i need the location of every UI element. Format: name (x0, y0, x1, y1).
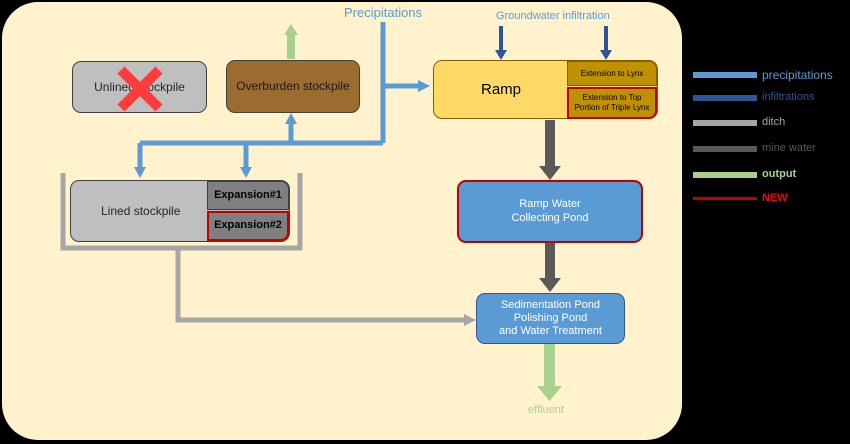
legend-item-mine-water: mine water (690, 142, 848, 156)
extension-lynx-node: Extension to Lynx (567, 61, 657, 86)
ramp-water-pond-label: Ramp Water Collecting Pond (511, 198, 589, 224)
infiltration-flows (499, 26, 608, 50)
expansion2-label: Expansion#2 (214, 219, 282, 232)
legend-item-infiltrations: infiltrations (690, 91, 848, 105)
extension-lynx-label: Extension to Lynx (580, 68, 644, 78)
ramp-label: Ramp (481, 80, 522, 98)
precipitation-flows (137, 22, 418, 167)
ditch-to-treatment (175, 248, 464, 323)
mine-water-flows (539, 120, 561, 292)
legend-item-precipitations: precipitations (690, 68, 848, 82)
overburden-stockpile-label: Overburden stockpile (236, 79, 350, 94)
legend-swatch-infiltrations (693, 95, 757, 101)
legend-label-infiltrations: infiltrations (762, 91, 815, 103)
legend-item-new: NEW (690, 192, 848, 206)
output-arrow-overburden (284, 24, 298, 59)
expansion2-node: Expansion#2 (207, 211, 289, 241)
legend: precipitations infiltrations ditch mine … (690, 64, 848, 214)
expansion1-node: Expansion#1 (207, 181, 289, 210)
legend-swatch-output (693, 172, 757, 178)
ramp-water-pond-node: Ramp Water Collecting Pond (457, 180, 643, 243)
treatment-line1: Sedimentation Pond (500, 298, 601, 311)
overburden-stockpile-node: Overburden stockpile (226, 60, 360, 113)
infiltration-arrowheads (495, 50, 612, 60)
lined-stockpile-label: Lined stockpile (101, 203, 181, 218)
precipitation-arrowheads (134, 80, 430, 178)
extension-triple-lynx-node: Extension to Top Portion of Triple Lynx (567, 87, 657, 119)
treatment-line3: and Water Treatment (499, 325, 602, 338)
legend-label-ditch: ditch (762, 116, 786, 128)
legend-swatch-mine-water (693, 146, 757, 152)
expansion1-label: Expansion#1 (214, 188, 282, 201)
extension-triple-lynx-label: Extension to Top Portion of Triple Lynx (574, 93, 650, 112)
ditch-containment (60, 173, 303, 251)
groundwater-label: Groundwater infiltration (496, 10, 610, 22)
precipitations-label: Precipitations (344, 5, 423, 20)
legend-item-output: output (690, 168, 848, 182)
effluent-arrow (537, 344, 562, 401)
effluent-label: effluent (528, 404, 564, 416)
legend-label-mine-water: mine water (762, 142, 816, 154)
treatment-node: Sedimentation Pond Polishing Pond and Wa… (476, 293, 625, 344)
treatment-line2: Polishing Pond (513, 311, 588, 324)
legend-swatch-precipitations (693, 72, 757, 78)
legend-swatch-new (693, 197, 757, 200)
ditch-arrowhead (464, 314, 476, 326)
legend-label-output: output (762, 168, 797, 180)
legend-label-new: NEW (762, 192, 788, 204)
legend-swatch-ditch (693, 120, 757, 126)
legend-label-precipitations: precipitations (762, 68, 833, 82)
legend-item-ditch: ditch (690, 116, 848, 130)
